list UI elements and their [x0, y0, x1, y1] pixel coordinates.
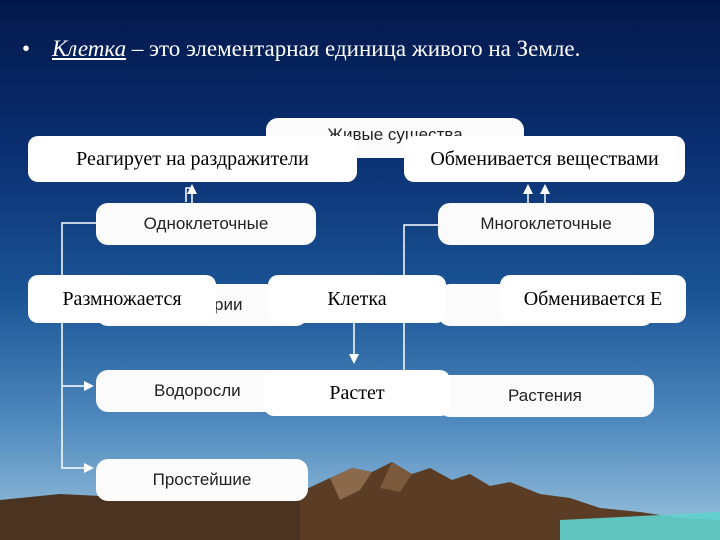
box-bacteria-label: рии — [214, 295, 243, 314]
box-exchanges-energy-label: Обменивается Е — [523, 287, 663, 310]
box-plants: Растения — [438, 375, 654, 417]
box-unicellular: Одноклеточные — [96, 203, 316, 245]
box-exchanges-substances-label: Обменивается веществами — [430, 147, 659, 170]
box-exchanges-substances: Обменивается веществами — [404, 136, 685, 182]
box-reproduces-label: Размножается — [62, 287, 182, 310]
box-unicellular-label: Одноклеточные — [143, 214, 269, 233]
box-exchanges-energy: Обменивается Е — [500, 275, 686, 323]
box-multicellular-label: Многоклеточные — [480, 214, 612, 233]
box-reproduces: Размножается — [28, 275, 216, 323]
box-cell: Клетка — [268, 275, 446, 323]
box-grows-label: Растет — [329, 381, 385, 404]
box-algae-label: Водоросли — [154, 381, 241, 400]
box-protozoa: Простейшие — [96, 459, 308, 501]
box-grows: Растет — [264, 370, 450, 416]
box-reacts-to-stimuli-label: Реагирует на раздражители — [76, 147, 309, 170]
box-plants-label: Растения — [508, 386, 582, 405]
box-reacts-to-stimuli: Реагирует на раздражители — [28, 136, 357, 182]
bullet-marker: • — [22, 36, 31, 61]
title-definition: – это элементарная единица живого на Зем… — [126, 36, 581, 61]
box-cell-label: Клетка — [327, 287, 387, 310]
box-multicellular: Многоклеточные — [438, 203, 654, 245]
box-protozoa-label: Простейшие — [152, 470, 252, 489]
title-term: Клетка — [52, 36, 127, 61]
slide-title: • Клетка – это элементарная единица живог… — [22, 36, 712, 62]
